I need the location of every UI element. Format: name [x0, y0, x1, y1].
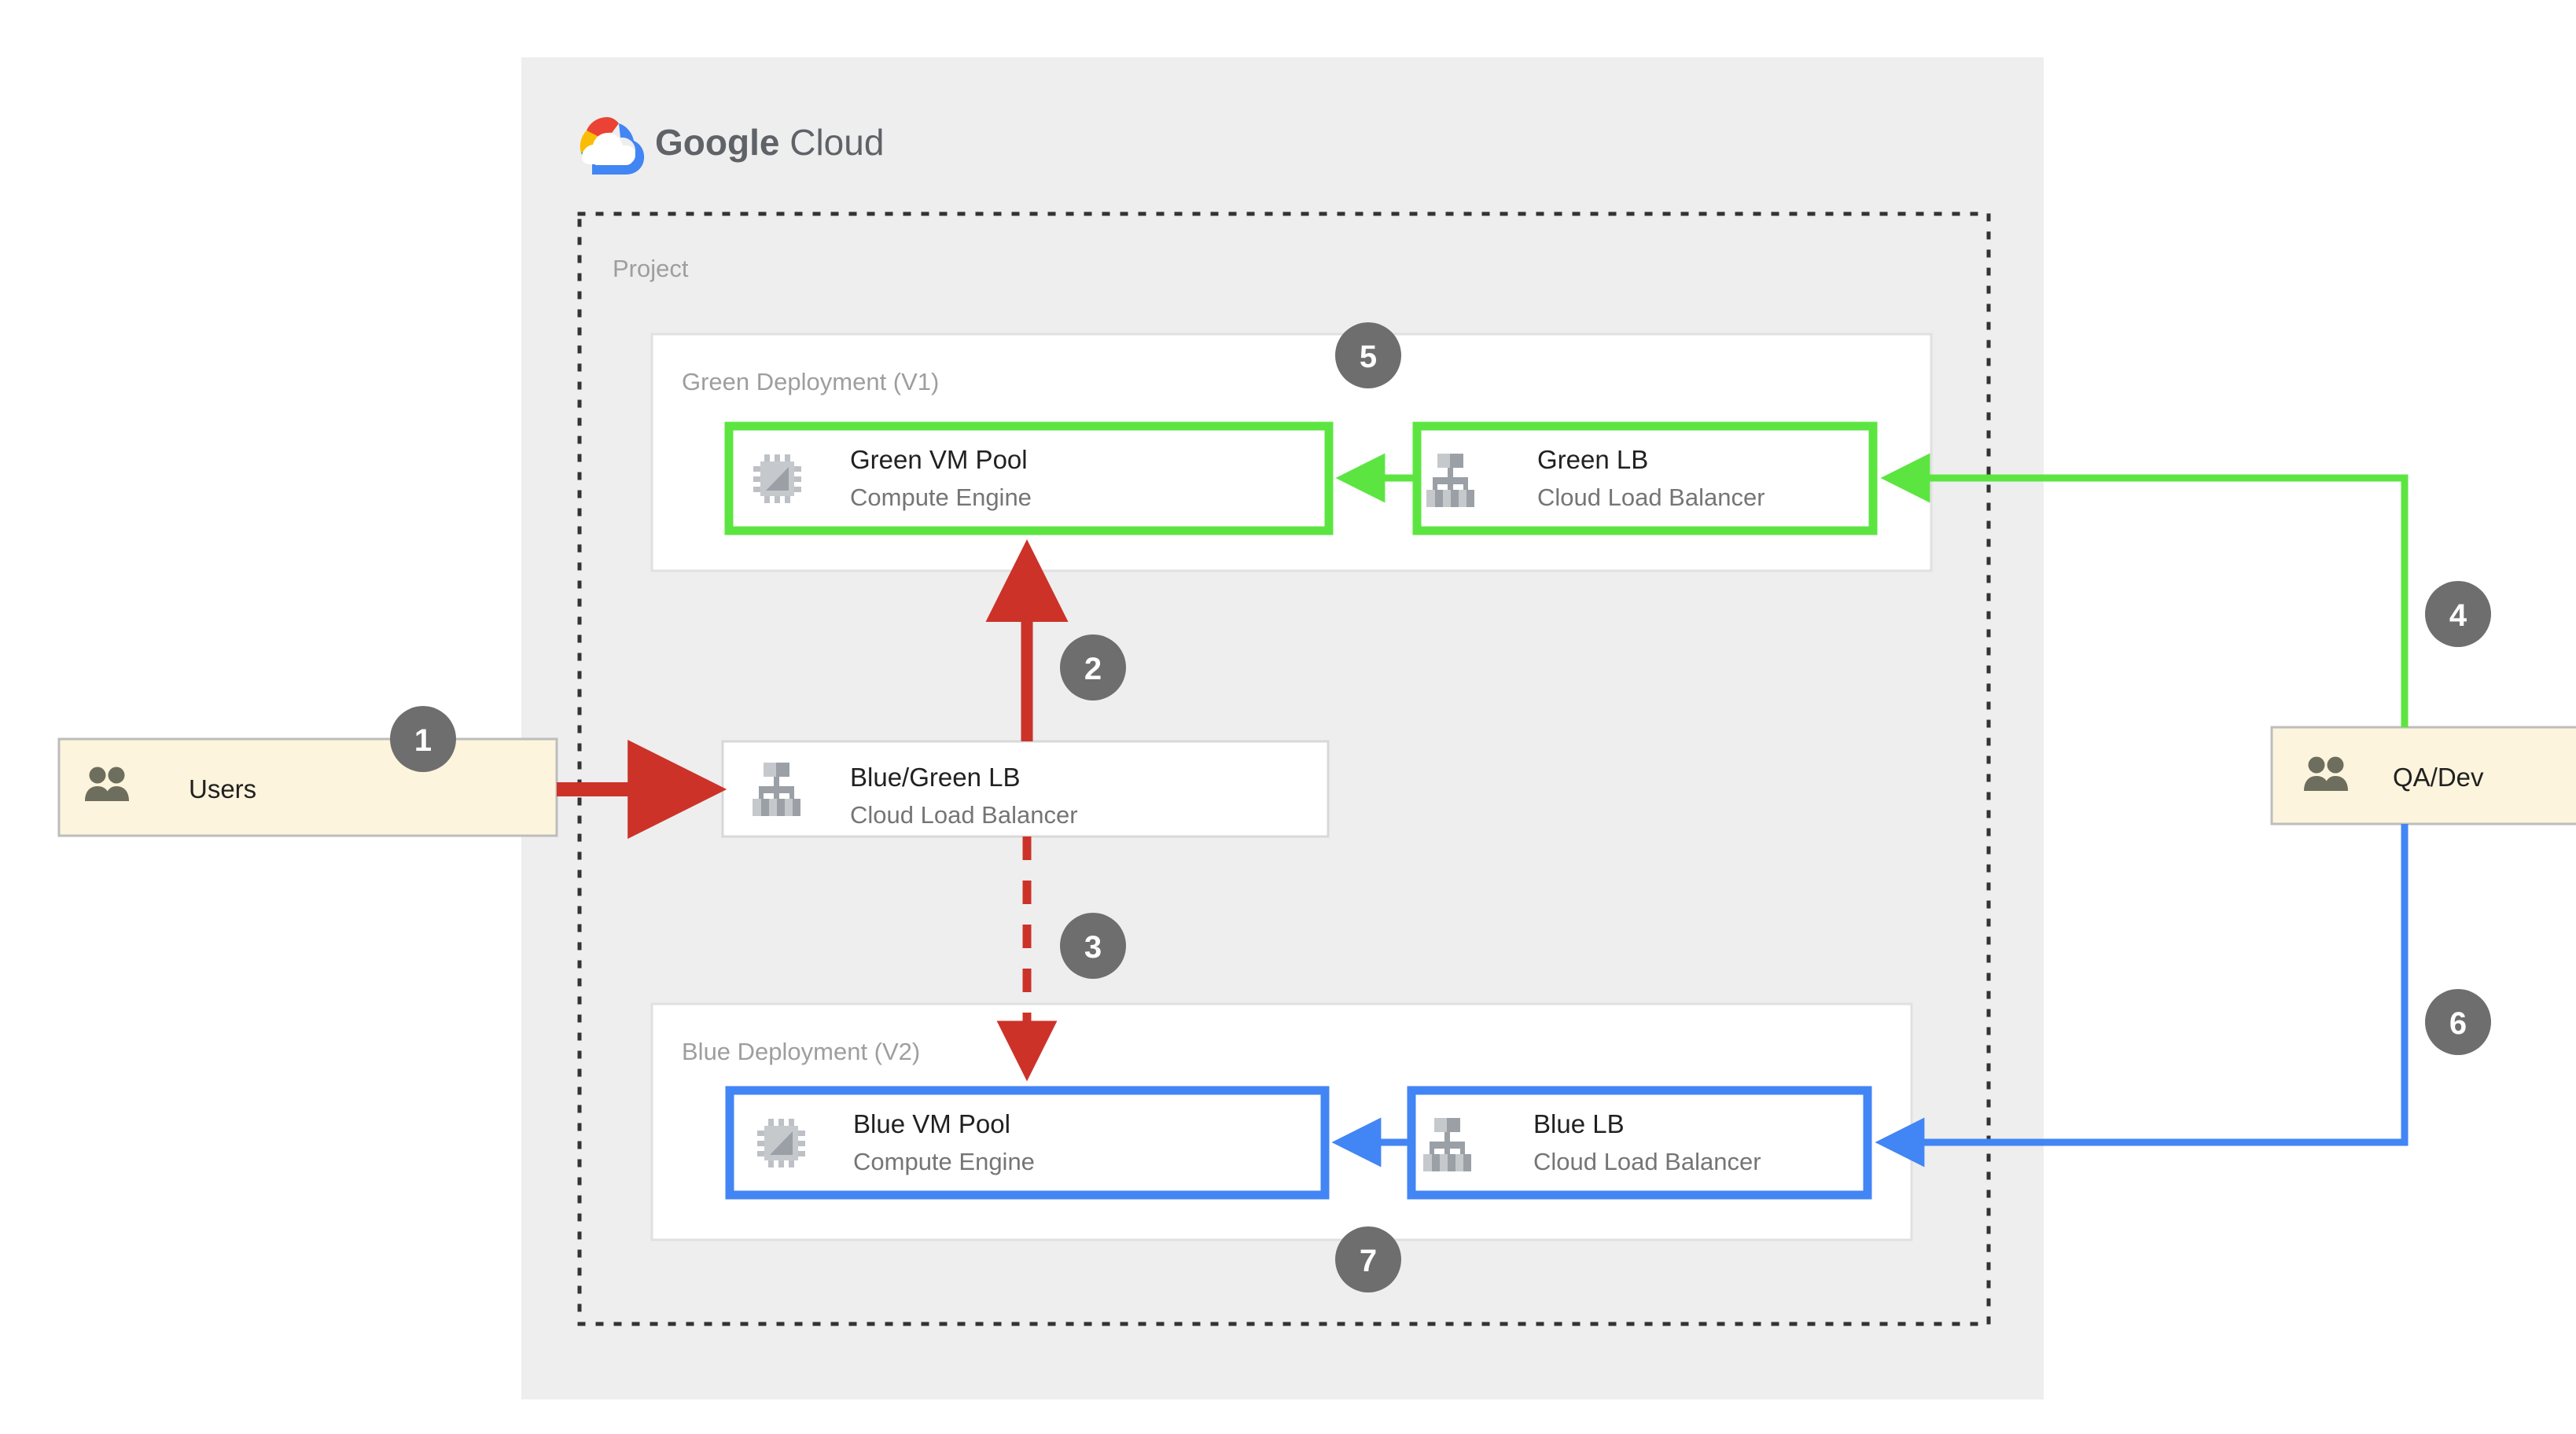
green-deployment-label: Green Deployment (V1)	[682, 368, 939, 395]
badge-6-number: 6	[2449, 1006, 2467, 1041]
green-vm-pool-subtitle: Compute Engine	[850, 484, 1032, 511]
badge-3: 3	[1060, 913, 1126, 979]
blue-lb-title: Blue LB	[1533, 1109, 1625, 1138]
compute-engine-chip-icon	[757, 1119, 805, 1167]
brand-google-text: Google	[655, 122, 779, 163]
badge-3-number: 3	[1084, 930, 1102, 965]
actor-users[interactable]	[57, 737, 558, 837]
badge-4-number: 4	[2449, 598, 2467, 633]
green-lb-title: Green LB	[1537, 445, 1648, 474]
blue-deployment-label: Blue Deployment (V2)	[682, 1038, 920, 1065]
brand-cloud-text: Cloud	[789, 122, 884, 163]
badge-5: 5	[1335, 322, 1401, 388]
node-blue-vm-pool[interactable]	[725, 1086, 1330, 1200]
compute-engine-chip-icon	[753, 454, 801, 503]
google-cloud-logo-icon	[580, 117, 645, 175]
blue-vm-pool-subtitle: Compute Engine	[853, 1148, 1035, 1175]
bluegreen-lb-title: Blue/Green LB	[850, 763, 1020, 792]
node-green-vm-pool[interactable]	[724, 421, 1334, 535]
project-boundary	[577, 211, 1991, 1326]
flow-qa-dev-to-blue-lb	[1875, 824, 2409, 1167]
node-green-lb[interactable]	[1412, 421, 1878, 535]
green-vm-pool-title: Green VM Pool	[850, 445, 1028, 474]
badge-7: 7	[1335, 1226, 1401, 1292]
badge-2: 2	[1060, 634, 1126, 700]
brand-title: Google Cloud	[655, 122, 884, 163]
badge-1-number: 1	[414, 723, 432, 758]
project-label: Project	[613, 255, 689, 282]
users-label: Users	[189, 774, 256, 803]
badge-6: 6	[2425, 989, 2491, 1055]
blue-lb-subtitle: Cloud Load Balancer	[1533, 1148, 1761, 1175]
badge-5-number: 5	[1360, 340, 1377, 374]
actor-qa-dev[interactable]	[2270, 726, 2576, 825]
badge-7-number: 7	[1360, 1244, 1377, 1278]
qa-dev-label: QA/Dev	[2393, 763, 2484, 792]
badge-4: 4	[2425, 581, 2491, 647]
badge-1: 1	[390, 706, 456, 772]
green-lb-subtitle: Cloud Load Balancer	[1537, 484, 1765, 511]
blue-vm-pool-title: Blue VM Pool	[853, 1109, 1010, 1138]
flow-qa-dev-to-green-lb	[1880, 453, 2409, 727]
node-blue-lb[interactable]	[1407, 1086, 1872, 1200]
badge-2-number: 2	[1084, 652, 1102, 686]
bluegreen-lb-subtitle: Cloud Load Balancer	[850, 801, 1078, 829]
